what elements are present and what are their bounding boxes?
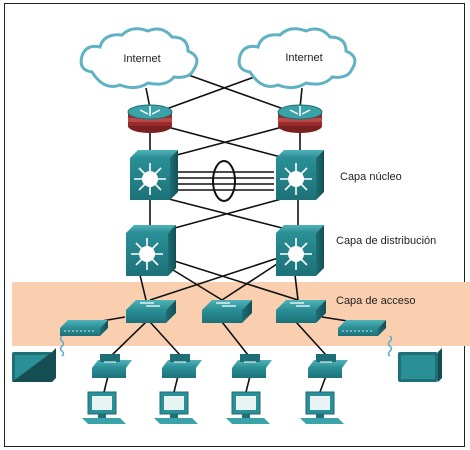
ip-phone-icon	[308, 354, 348, 378]
router-icon	[277, 104, 323, 133]
switch-icon	[202, 300, 252, 323]
tablet-icon	[12, 348, 56, 382]
access-layer-label: Capa de acceso	[336, 295, 416, 307]
wireless-links	[59, 335, 393, 357]
wireless-ap-icon	[338, 320, 386, 336]
cloud-icon: Internet	[237, 27, 357, 90]
multilayer-switch-icon	[276, 150, 324, 200]
switch-icon	[126, 300, 176, 323]
core-layer-label: Capa núcleo	[340, 171, 402, 183]
switch-icon	[276, 300, 326, 323]
cloud-label-right: Internet	[285, 52, 322, 64]
multilayer-switch-icon	[126, 225, 176, 276]
distribution-layer-label: Capa de distribución	[336, 235, 436, 247]
pc-icon	[300, 391, 344, 424]
ip-phone-icon	[232, 354, 272, 378]
multilayer-switch-icon	[130, 150, 178, 200]
pc-icon	[226, 391, 270, 424]
tablet-icon	[398, 348, 442, 382]
multilayer-switch-icon	[276, 225, 324, 276]
ip-phone-icon	[162, 354, 202, 378]
ip-phone-icon	[92, 354, 132, 378]
pc-icon	[82, 391, 126, 424]
pc-icon	[154, 391, 198, 424]
router-icon	[127, 104, 173, 133]
cloud-label-left: Internet	[123, 53, 160, 65]
etherchannel-ellipse	[212, 160, 236, 202]
cloud-icon: Internet	[79, 27, 199, 90]
wireless-ap-icon	[60, 320, 108, 336]
